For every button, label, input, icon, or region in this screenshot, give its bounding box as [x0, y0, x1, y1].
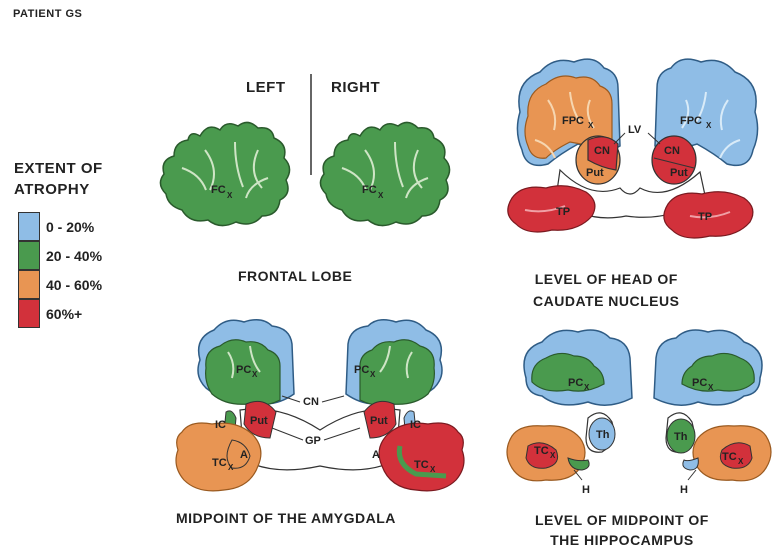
amygdala-pcx-right-label: PC [354, 364, 369, 376]
amygdala-gp-label: GP [305, 435, 321, 447]
hippocampus-tcx-right-label: TC [722, 451, 737, 463]
caudate-fpcx-left-sub: X [588, 121, 594, 130]
hippocampus-caption-line2: THE HIPPOCAMPUS [535, 530, 709, 550]
frontal-fcx-left-sub: X [227, 191, 233, 200]
amygdala-pcx-left-sub: X [252, 370, 258, 379]
hippocampus-pcx-left-sub: X [584, 383, 590, 392]
caudate-caption-line1: LEVEL OF HEAD OF [533, 268, 679, 290]
amygdala-level-diagram: PC X PC X CN GP Put Put IC IC A A TC X T… [176, 320, 464, 491]
frontal-fcx-right-label: FC [362, 184, 377, 196]
amygdala-tcx-left-label: TC [212, 457, 227, 469]
hippocampus-pcx-left-label: PC [568, 377, 583, 389]
amygdala-tcx-right-label: TC [414, 459, 429, 471]
frontal-left-hemisphere [160, 122, 289, 225]
caudate-cn-left-label: CN [594, 145, 610, 157]
caudate-put-right-label: Put [670, 167, 688, 179]
amygdala-ic-left-label: IC [215, 419, 226, 431]
caudate-caption: LEVEL OF HEAD OF CAUDATE NUCLEUS [533, 268, 679, 312]
caudate-lv-label: LV [628, 124, 642, 136]
caudate-cn-right-label: CN [664, 145, 680, 157]
hippocampus-right-h [683, 458, 698, 470]
hippocampus-h-right-label: H [680, 484, 688, 496]
amygdala-put-left-label: Put [250, 415, 268, 427]
frontal-lobe-diagram: FC X FC X [160, 122, 449, 225]
hippocampus-th-right-label: Th [674, 431, 688, 443]
hippocampus-tcx-left-sub: X [550, 451, 556, 460]
caudate-tp-right-label: TP [698, 211, 712, 223]
amygdala-tcx-right-sub: X [430, 465, 436, 474]
caudate-fpcx-right-sub: X [706, 121, 712, 130]
caudate-tp-left-label: TP [556, 206, 570, 218]
amygdala-caption: MIDPOINT OF THE AMYGDALA [176, 510, 396, 526]
amygdala-put-right-label: Put [370, 415, 388, 427]
hippocampus-caption: LEVEL OF MIDPOINT OF THE HIPPOCAMPUS [535, 510, 709, 550]
amygdala-tcx-left-sub: X [228, 463, 234, 472]
hippocampus-tcx-right-sub: X [738, 457, 744, 466]
hippocampus-pcx-right-sub: X [708, 383, 714, 392]
amygdala-pcx-right-sub: X [370, 370, 376, 379]
caudate-level-diagram: FPC X FPC X LV CN CN Put Put TP TP [508, 59, 758, 238]
amygdala-a-left-label: A [240, 449, 248, 461]
hippocampus-level-diagram: PC X PC X Th Th TC X TC X H H [507, 330, 771, 496]
amygdala-pcx-left-label: PC [236, 364, 251, 376]
amygdala-cn-label: CN [303, 396, 319, 408]
frontal-lobe-caption: FRONTAL LOBE [238, 268, 352, 284]
hippocampus-h-left-label: H [582, 484, 590, 496]
frontal-right-hemisphere [320, 122, 449, 225]
caudate-fpcx-left-label: FPC [562, 115, 584, 127]
hippocampus-tcx-left-label: TC [534, 445, 549, 457]
hippocampus-caption-line1: LEVEL OF MIDPOINT OF [535, 510, 709, 530]
hippocampus-pcx-right-label: PC [692, 377, 707, 389]
amygdala-ic-right-label: IC [410, 419, 421, 431]
amygdala-a-right-label: A [372, 449, 380, 461]
caudate-put-left-label: Put [586, 167, 604, 179]
frontal-fcx-left-label: FC [211, 184, 226, 196]
caudate-caption-line2: CAUDATE NUCLEUS [533, 290, 679, 312]
caudate-fpcx-right-label: FPC [680, 115, 702, 127]
frontal-fcx-right-sub: X [378, 191, 384, 200]
hippocampus-th-left-label: Th [596, 429, 610, 441]
amygdala-right-temporal [379, 423, 464, 491]
caudate-left-tp [508, 186, 595, 232]
